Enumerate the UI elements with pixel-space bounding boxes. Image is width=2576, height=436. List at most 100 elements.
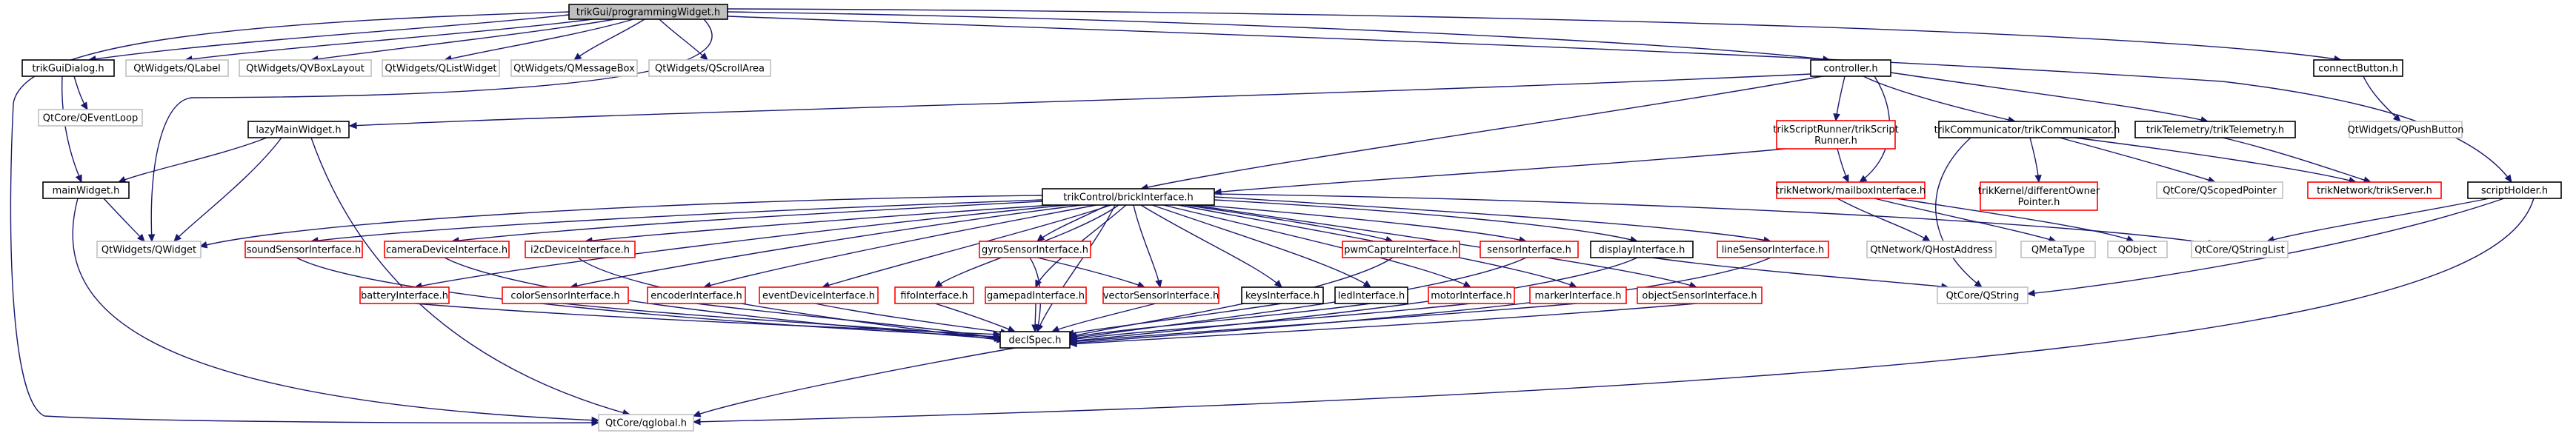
node-eventdeviceinterface-h[interactable]: eventDeviceInterface.h	[759, 286, 879, 304]
edge-line	[103, 198, 145, 242]
node-label: QtWidgets/QListWidget	[385, 64, 497, 75]
node-label: batteryInterface.h	[361, 291, 448, 302]
edge-n7-to-n15	[1890, 72, 2209, 124]
node-label: objectSensorInterface.h	[1642, 291, 1757, 302]
node-batteryinterface-h[interactable]: batteryInterface.h	[359, 286, 450, 304]
node-box	[1937, 286, 2028, 304]
node-markerinterface-h[interactable]: markerInterface.h	[1529, 286, 1627, 304]
edge-arrowhead	[199, 241, 208, 249]
edge-arrowhead	[1833, 113, 1840, 122]
node-box	[239, 59, 372, 77]
node-label: lazyMainWidget.h	[256, 125, 341, 136]
node-declspec-h[interactable]: declSpec.h	[999, 331, 1071, 349]
node-label: scriptHolder.h	[2481, 186, 2548, 197]
node-label: fifoInterface.h	[900, 291, 968, 302]
node-encoderinterface-h[interactable]: encoderInterface.h	[647, 286, 746, 304]
node-i2cdeviceinterface-h[interactable]: i2cDeviceInterface.h	[525, 241, 636, 258]
node-connectbutton-h[interactable]: connectButton.h	[2313, 59, 2403, 77]
node-qtwidgets-qlabel: QtWidgets/QLabel	[125, 59, 229, 77]
node-cameradeviceinterface-h[interactable]: cameraDeviceInterface.h	[384, 241, 510, 258]
node-soundsensorinterface-h[interactable]: soundSensorInterface.h	[244, 241, 363, 258]
edge-n39-to-n48	[934, 303, 1016, 332]
node-box	[1480, 241, 1579, 258]
edge-arrowhead	[1858, 175, 1868, 183]
edge-line	[570, 204, 1082, 288]
edge-n43-to-n48	[1068, 303, 1371, 340]
node-trikcommunicator-trikcommunicator-h[interactable]: trikCommunicator/trikCommunicator.h	[1934, 121, 2120, 138]
edge-line	[1651, 257, 1949, 288]
node-trikcontrol-brickinterface-h[interactable]: trikControl/brickInterface.h	[1042, 188, 1215, 206]
edge-line	[444, 257, 1002, 340]
edge-line	[173, 137, 282, 242]
node-box	[1428, 286, 1515, 304]
node-gyrosensorinterface-h[interactable]: gyroSensorInterface.h	[979, 241, 1091, 258]
node-box	[979, 241, 1091, 258]
node-trikgui-programmingwidget-h[interactable]: trikGui/programmingWidget.h	[568, 4, 728, 20]
node-label: trikGuiDialog.h	[32, 64, 104, 75]
node-qtcore-qstring: QtCore/QString	[1937, 286, 2028, 304]
node-label: QtWidgets/QLabel	[133, 64, 221, 75]
edge-n17-to-n42	[1140, 204, 1282, 288]
edge-n14-to-n21	[2074, 137, 2357, 184]
edge-line	[1066, 303, 1282, 335]
edge-n17-to-n28	[1199, 204, 1528, 244]
node-motorinterface-h[interactable]: motorInterface.h	[1428, 286, 1515, 304]
edge-line	[1199, 204, 1527, 242]
node-box	[2313, 59, 2403, 77]
node-box	[999, 331, 1071, 349]
node-box	[359, 286, 450, 304]
edge-n0-to-n5	[573, 19, 645, 61]
node-lazymainwidget-h[interactable]: lazyMainWidget.h	[247, 121, 350, 138]
node-colorsensorinterface-h[interactable]: colorSensorInterface.h	[502, 286, 629, 304]
node-gamepadinterface-h[interactable]: gamepadInterface.h	[985, 286, 1087, 304]
edge-line	[727, 8, 2342, 61]
node-trikscriptrunner-trikscriptrunner-h[interactable]: trikScriptRunner/trikScriptRunner.h	[1773, 120, 1899, 150]
edge-n41-to-n48	[1051, 303, 1156, 332]
node-qtwidgets-qpushbutton: QtWidgets/QPushButton	[2348, 121, 2463, 138]
node-linesensorinterface-h[interactable]: lineSensorInterface.h	[1717, 241, 1829, 258]
node-objectsensorinterface-h[interactable]: objectSensorInterface.h	[1637, 286, 1763, 304]
node-qtnetwork-qhostaddress: QtNetwork/QHostAddress	[1866, 241, 1997, 258]
node-displayinterface-h[interactable]: displayInterface.h	[1590, 241, 1694, 258]
edge-n29-to-n47	[1651, 257, 1950, 290]
node-fifointerface-h[interactable]: fifoInterface.h	[894, 286, 974, 304]
node-box	[96, 241, 202, 258]
node-keysinterface-h[interactable]: keysInterface.h	[1241, 286, 1324, 304]
node-trikguidialog-h[interactable]: trikGuiDialog.h	[21, 59, 115, 77]
node-qtcore-qeventloop: QtCore/QEventLoop	[38, 109, 143, 127]
edge-line	[451, 201, 1043, 242]
edge-line	[296, 257, 1001, 338]
edge-arrowhead	[136, 233, 145, 242]
edge-n14-to-n20	[2059, 137, 2217, 184]
edge-n48-to-n49	[692, 347, 1016, 417]
node-box	[1334, 286, 1408, 304]
edge-line	[1140, 76, 1823, 190]
node-box	[21, 59, 115, 77]
edge-line	[1214, 193, 2216, 245]
node-label: gyroSensorInterface.h	[982, 245, 1088, 256]
node-box	[2134, 121, 2296, 138]
node-triknetwork-trikserver-h[interactable]: trikNetwork/trikServer.h	[2307, 181, 2442, 199]
node-mainwidget-h[interactable]: mainWidget.h	[42, 181, 130, 199]
edge-line	[2074, 137, 2357, 183]
node-box	[2307, 181, 2442, 199]
node-vectorsensorinterface-h[interactable]: vectorSensorInterface.h	[1102, 286, 1219, 304]
edge-n15-to-n21	[2222, 137, 2372, 184]
node-ledinterface-h[interactable]: ledInterface.h	[1334, 286, 1408, 304]
node-triknetwork-mailboxinterface-h[interactable]: trikNetwork/mailboxInterface.h	[1776, 181, 1926, 199]
node-pwmcaptureinterface-h[interactable]: pwmCaptureInterface.h	[1342, 241, 1460, 258]
node-label: QtCore/QStringList	[2194, 245, 2285, 256]
edge-line	[1069, 257, 1394, 338]
node-sensorinterface-h[interactable]: sensorInterface.h	[1480, 241, 1579, 258]
edge-n17-to-n29	[1214, 199, 1639, 244]
node-box	[2467, 181, 2562, 199]
node-triktelemetry-triktelemetry-h[interactable]: trikTelemetry/trikTelemetry.h	[2134, 121, 2296, 138]
edge-n13-to-n18	[1837, 148, 1849, 184]
node-controller-h[interactable]: controller.h	[1810, 59, 1891, 77]
edge-arrowhead	[2026, 289, 2035, 297]
edge-line	[1036, 204, 1116, 332]
edge-line	[814, 303, 1008, 334]
node-qtcore-qglobal-h: QtCore/qglobal.h	[598, 414, 694, 432]
node-scriptholder-h[interactable]: scriptHolder.h	[2467, 181, 2562, 199]
